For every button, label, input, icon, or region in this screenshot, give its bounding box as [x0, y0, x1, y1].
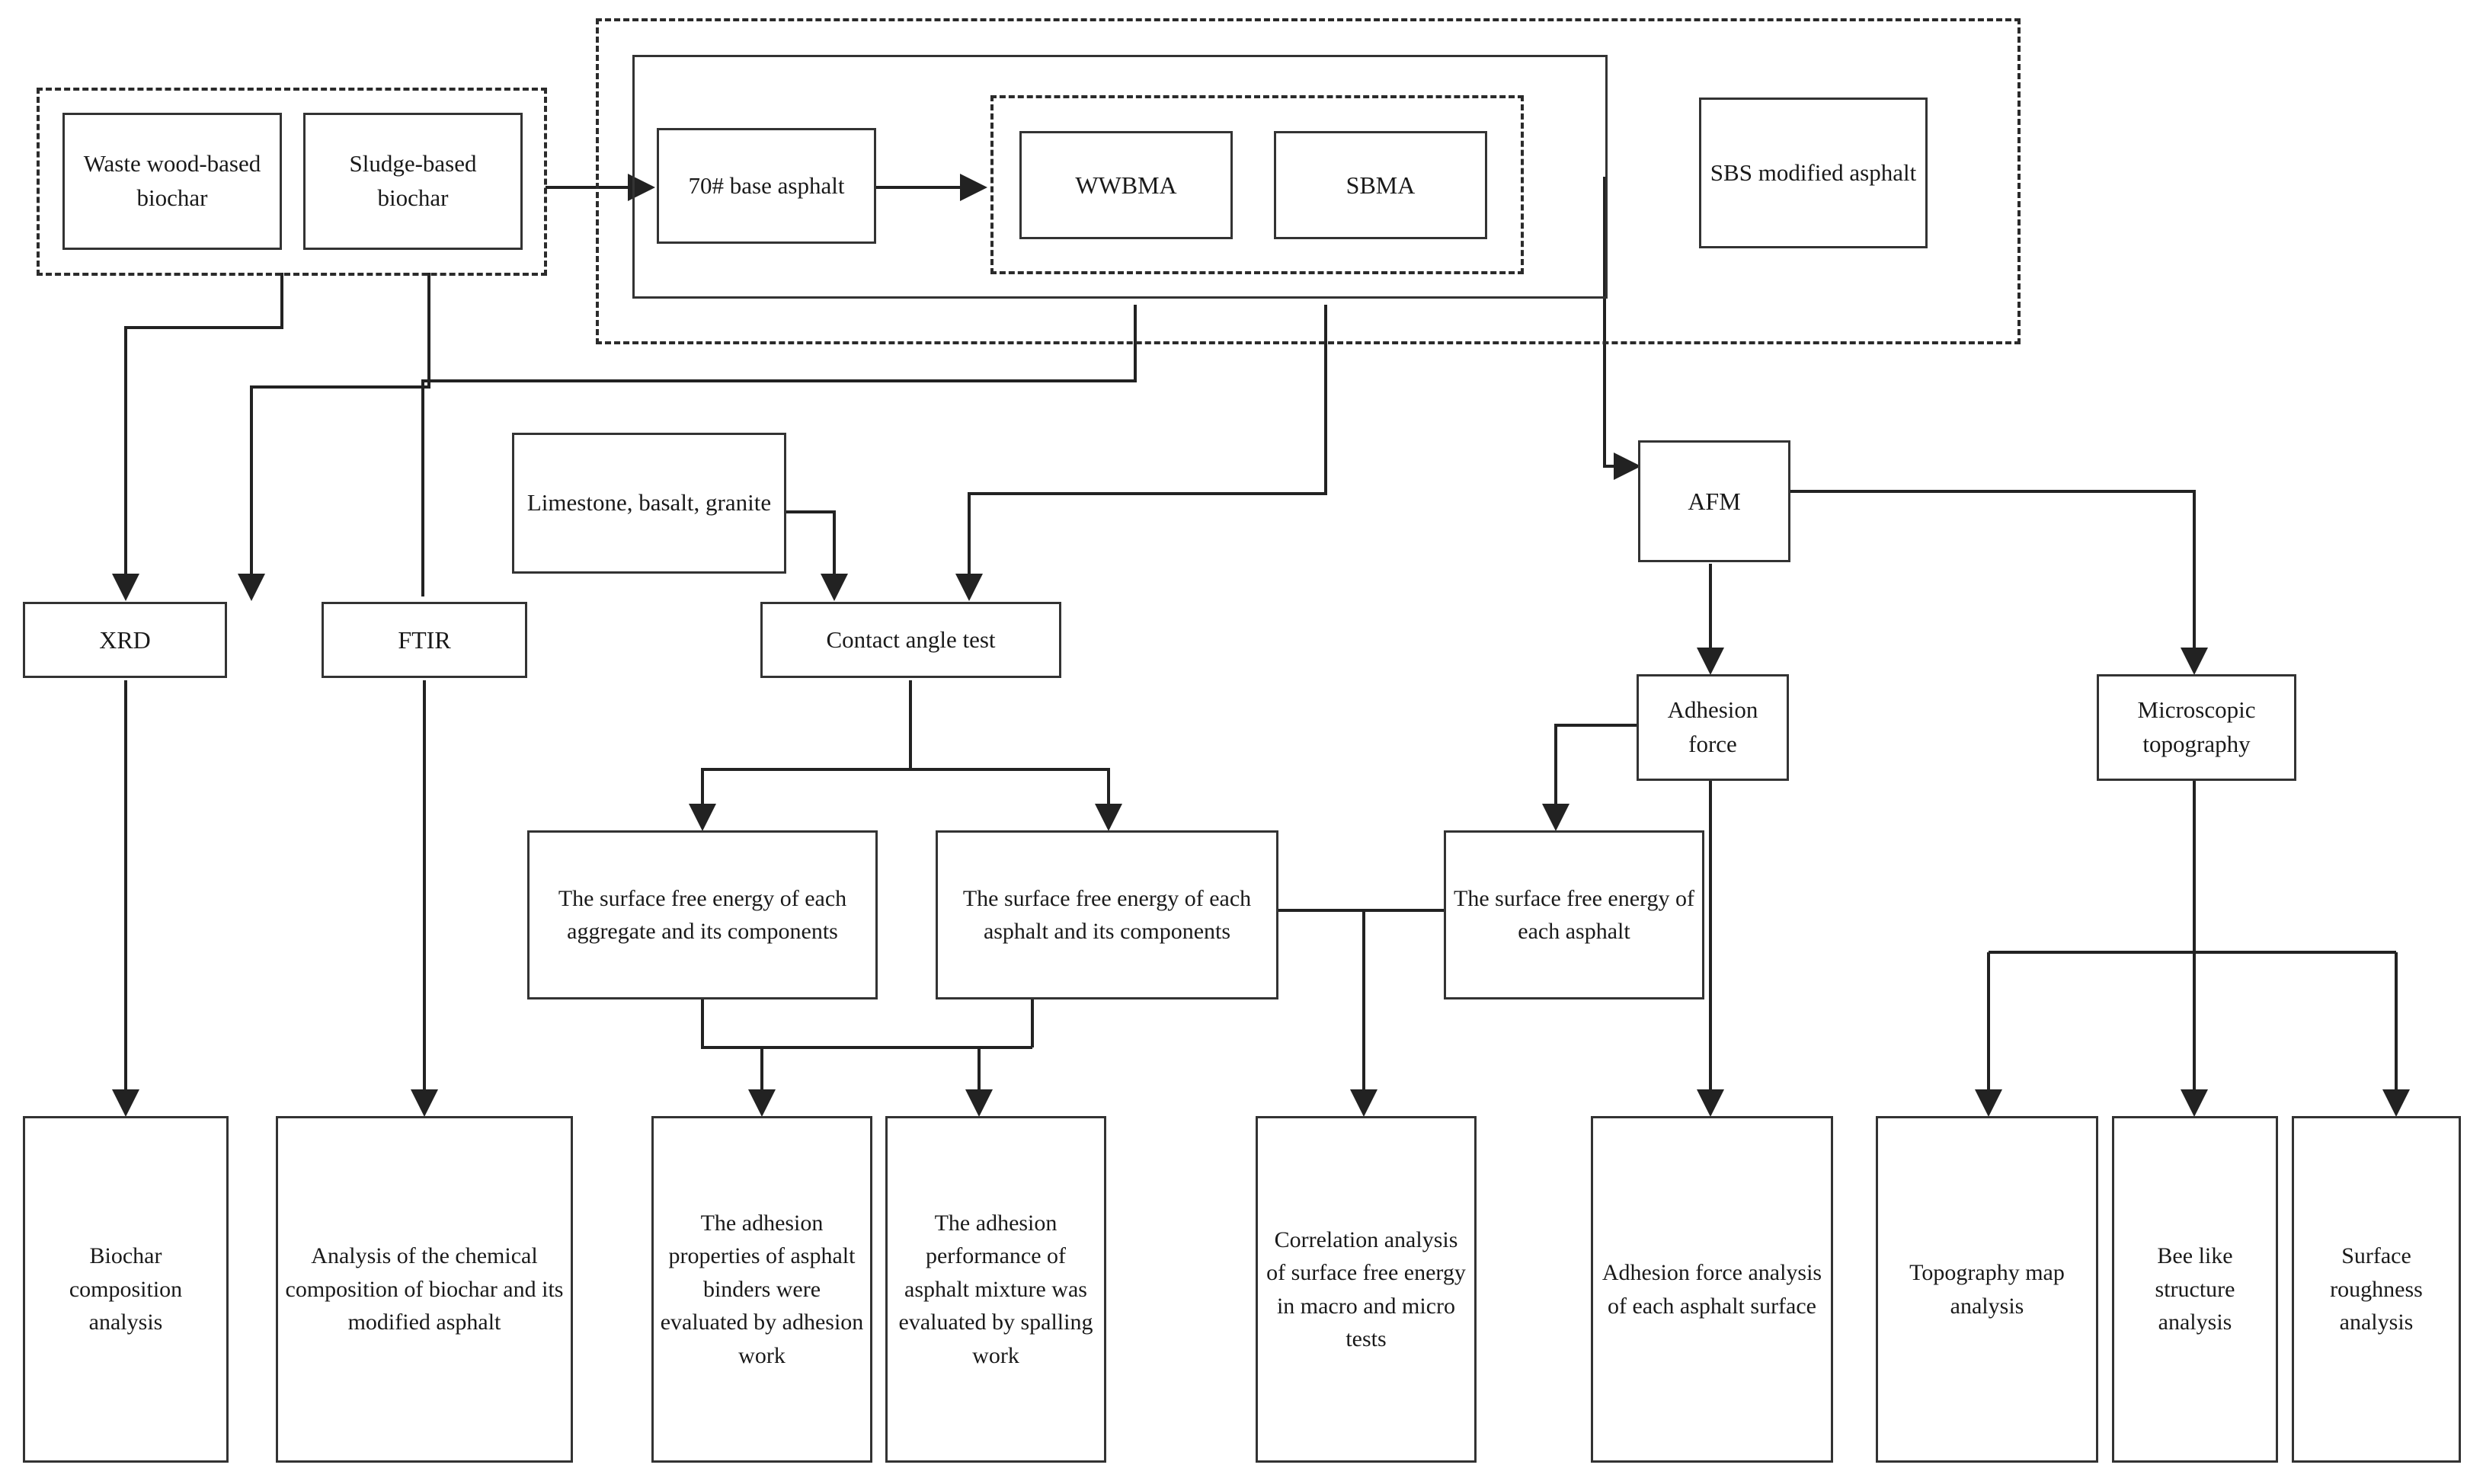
node-label: SBS modified asphalt — [1710, 158, 1917, 186]
edge-biochar-to-ftir — [238, 273, 430, 601]
node-sludge-biochar[interactable]: Sludge-based biochar — [303, 113, 523, 250]
node-sfe-asphalt-components[interactable]: The surface free energy of each asphalt … — [936, 830, 1278, 999]
node-xrd[interactable]: XRD — [23, 602, 227, 678]
node-label: XRD — [99, 625, 151, 654]
edge-sfeagg-join — [701, 998, 1032, 1049]
node-correlation-analysis[interactable]: Correlation analysis of surface free ene… — [1256, 1116, 1477, 1463]
node-surface-roughness-analysis[interactable]: Surface roughness analysis — [2292, 1116, 2461, 1463]
node-label: Surface roughness analysis — [2330, 1243, 2423, 1335]
node-ftir[interactable]: FTIR — [322, 602, 527, 678]
node-sfe-asphalt[interactable]: The surface free energy of each asphalt — [1444, 830, 1704, 999]
node-label: SBMA — [1345, 171, 1416, 199]
node-label: Topography map analysis — [1909, 1260, 2065, 1319]
node-topography-map-analysis[interactable]: Topography map analysis — [1876, 1116, 2098, 1463]
node-label: WWBMA — [1075, 171, 1177, 199]
node-aggregates[interactable]: Limestone, basalt, granite — [512, 433, 786, 574]
node-sbs-modified-asphalt[interactable]: SBS modified asphalt — [1699, 98, 1928, 248]
node-biochar-composition-analysis[interactable]: Biochar composition analysis — [23, 1116, 229, 1463]
asphalt-inner-solid-group — [632, 55, 1608, 299]
node-label: The surface free energy of each asphalt … — [962, 885, 1252, 945]
asphalt-outer-dashed-group — [596, 18, 2021, 344]
node-label: Adhesion force analysis of each asphalt … — [1601, 1260, 1822, 1319]
node-label: The surface free energy of each aggregat… — [558, 885, 847, 945]
node-sbma[interactable]: SBMA — [1274, 131, 1487, 239]
node-label: FTIR — [398, 625, 451, 654]
edge-afm-to-microscopic-topography — [1787, 490, 2208, 675]
node-chemical-composition-analysis[interactable]: Analysis of the chemical composition of … — [276, 1116, 573, 1463]
node-wwbma[interactable]: WWBMA — [1019, 131, 1233, 239]
node-contact-angle-test[interactable]: Contact angle test — [760, 602, 1061, 678]
node-label: Limestone, basalt, granite — [526, 489, 772, 517]
node-label: Microscopic topography — [2137, 696, 2256, 757]
edge-biochar-to-xrd — [112, 273, 283, 601]
node-label: The surface free energy of each asphalt — [1454, 885, 1694, 945]
edge-adhesionforce-to-sfe-asphalt — [1542, 724, 1637, 831]
node-label: Sludge-based biochar — [349, 150, 477, 211]
edge-contact-to-sfe-aggregate — [689, 680, 912, 831]
node-label: Correlation analysis of surface free ene… — [1266, 1227, 1466, 1352]
node-afm[interactable]: AFM — [1638, 440, 1790, 562]
node-label: The adhesion properties of asphalt binde… — [660, 1210, 864, 1368]
edge-contact-to-sfe-asphalt-comp — [909, 680, 1122, 831]
node-label: AFM — [1688, 487, 1741, 515]
node-label: Adhesion force — [1667, 696, 1758, 757]
node-adhesion-force[interactable]: Adhesion force — [1637, 674, 1789, 781]
node-sfe-aggregate[interactable]: The surface free energy of each aggregat… — [527, 830, 878, 999]
node-label: Biochar composition analysis — [69, 1243, 183, 1335]
node-label: Contact angle test — [826, 625, 996, 653]
node-waste-wood-biochar[interactable]: Waste wood-based biochar — [62, 113, 282, 250]
node-label: Waste wood-based biochar — [83, 150, 261, 211]
biochar-dashed-group — [37, 88, 547, 276]
node-adhesion-binder[interactable]: The adhesion properties of asphalt binde… — [651, 1116, 872, 1463]
node-base-asphalt[interactable]: 70# base asphalt — [657, 128, 876, 244]
node-label: Analysis of the chemical composition of … — [285, 1243, 564, 1335]
modified-asphalt-dashed-group — [990, 95, 1524, 274]
node-bee-like-structure-analysis[interactable]: Bee like structure analysis — [2112, 1116, 2278, 1463]
node-microscopic-topography[interactable]: Microscopic topography — [2097, 674, 2296, 781]
edge-asphalt-to-contact-angle — [955, 305, 1327, 601]
node-adhesion-force-analysis[interactable]: Adhesion force analysis of each asphalt … — [1591, 1116, 1833, 1463]
node-label: The adhesion performance of asphalt mixt… — [898, 1210, 1093, 1368]
node-label: Bee like structure analysis — [2155, 1243, 2235, 1335]
node-adhesion-mixture[interactable]: The adhesion performance of asphalt mixt… — [885, 1116, 1106, 1463]
node-label: 70# base asphalt — [688, 171, 845, 199]
edge-aggregate-to-contact-angle — [785, 510, 848, 601]
